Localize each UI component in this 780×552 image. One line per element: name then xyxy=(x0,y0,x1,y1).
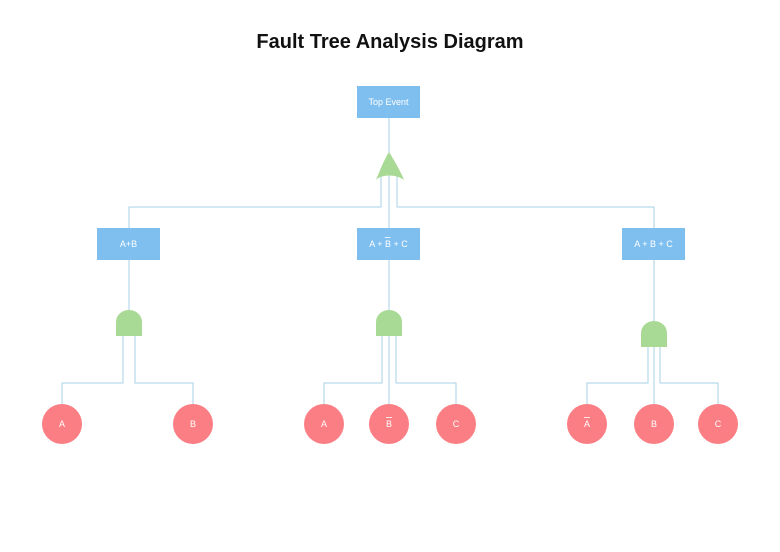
intermediate-event-3-label: A + B + C xyxy=(634,239,673,249)
and-gate-1-icon xyxy=(116,310,142,336)
connector-gate-3-to-a xyxy=(586,347,649,404)
top-event-label: Top Event xyxy=(368,97,409,107)
basic-event-label: A xyxy=(584,419,590,429)
connector-or-to-branch-1 xyxy=(128,168,382,228)
top-event: Top Event xyxy=(357,86,420,118)
basic-event-b-negated-2: B xyxy=(369,404,409,444)
basic-event-c-2: C xyxy=(436,404,476,444)
connector-gate-1-to-b xyxy=(134,336,194,404)
basic-event-a-1: A xyxy=(42,404,82,444)
basic-event-label: B xyxy=(651,419,657,429)
and-gate-3-icon xyxy=(641,321,667,347)
basic-event-label: A xyxy=(59,419,65,429)
basic-event-b-3: B xyxy=(634,404,674,444)
intermediate-event-1-label: A+B xyxy=(120,239,137,249)
basic-event-label: B xyxy=(190,419,196,429)
basic-event-label: B xyxy=(386,419,392,429)
and-gate-2-icon xyxy=(376,310,402,336)
connector-or-to-branch-3 xyxy=(396,168,655,228)
basic-event-a-2: A xyxy=(304,404,344,444)
intermediate-event-2-label: A + B + C xyxy=(369,239,408,249)
connector-gate-1-to-a xyxy=(61,336,124,404)
or-gate-icon xyxy=(376,152,404,180)
connector-lines xyxy=(61,118,719,404)
basic-event-label: C xyxy=(453,419,460,429)
connector-gate-3-to-c xyxy=(659,347,719,404)
basic-event-a-negated-3: A xyxy=(567,404,607,444)
basic-event-label: A xyxy=(321,419,327,429)
intermediate-event-3: A + B + C xyxy=(622,228,685,260)
basic-event-label: C xyxy=(715,419,722,429)
connector-gate-2-to-a xyxy=(323,336,383,404)
diagram-title: Fault Tree Analysis Diagram xyxy=(256,31,524,53)
basic-event-b-1: B xyxy=(173,404,213,444)
connector-gate-2-to-c xyxy=(395,336,457,404)
intermediate-event-1: A+B xyxy=(97,228,160,260)
intermediate-event-2: A + B + C xyxy=(357,228,420,260)
basic-event-c-3: C xyxy=(698,404,738,444)
